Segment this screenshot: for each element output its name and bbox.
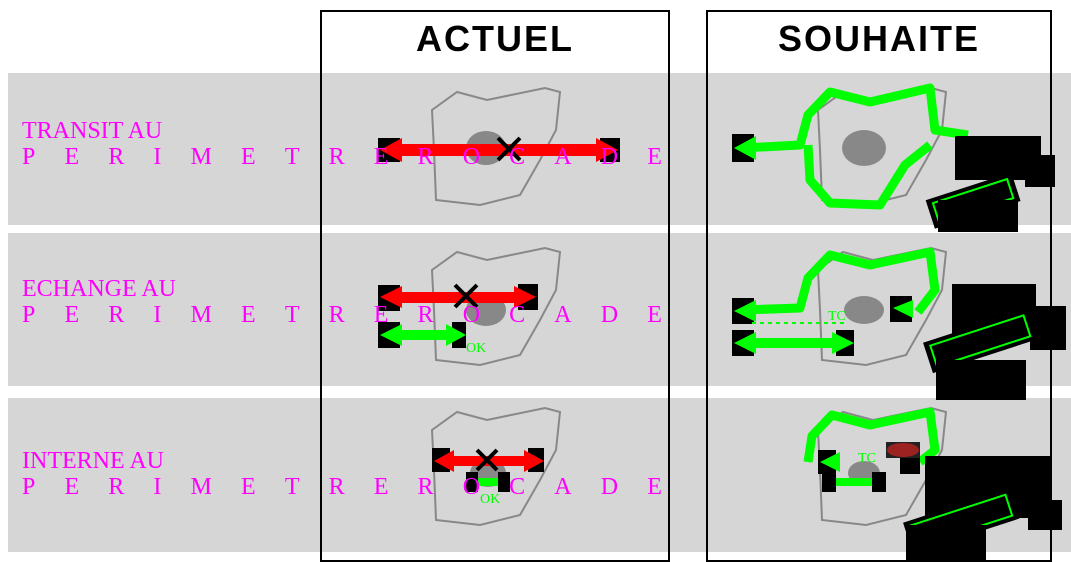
black-block	[936, 360, 1026, 400]
letter: R	[328, 302, 345, 328]
actuel-echange: OK	[378, 246, 562, 367]
letter: M	[190, 302, 212, 328]
blocked-cross	[496, 136, 522, 162]
black-block	[906, 525, 986, 561]
letter: P	[22, 144, 36, 170]
letter: D	[600, 302, 619, 328]
letter: C	[509, 144, 526, 170]
actuel-interne: OK	[430, 406, 562, 527]
city-outline	[816, 246, 948, 367]
frame-souhaite	[706, 10, 1052, 562]
row-label-line1: INTERNE AU	[22, 448, 164, 474]
row-label-line2: P E R I M E T R E R O C A D E	[22, 144, 662, 170]
arrow-end	[498, 472, 510, 492]
souhaite-echange: TC	[732, 246, 1066, 400]
letter: E	[647, 144, 662, 170]
row-label-line1: TRANSIT AU	[22, 118, 163, 144]
letter: R	[417, 474, 434, 500]
ok-label: OK	[480, 492, 500, 507]
row-label-echange: ECHANGE AU P E R I M E T R E R O C A D E	[22, 276, 662, 328]
letter: E	[64, 474, 80, 500]
letter: E	[647, 474, 662, 500]
letter: I	[153, 302, 162, 328]
souhaite-transit	[732, 83, 1055, 232]
arrow-end	[872, 472, 886, 492]
actuel-transit	[378, 86, 620, 207]
letter: T	[284, 302, 300, 328]
rocade-bypass	[803, 407, 940, 466]
rocade-bypass	[741, 83, 969, 153]
arrow-end	[466, 472, 478, 492]
letter: E	[241, 474, 256, 500]
row-label-transit: TRANSIT AU P E R I M E T R E R O C A D E	[22, 118, 662, 170]
letter: T	[284, 474, 300, 500]
letter: O	[462, 474, 481, 500]
header-souhaite: SOUHAITE	[777, 18, 980, 59]
letter: R	[417, 302, 434, 328]
letter: R	[108, 144, 125, 170]
letter: D	[600, 474, 619, 500]
row-label-line1: ECHANGE AU	[22, 276, 176, 302]
black-block	[923, 308, 1038, 374]
row-label-interne: INTERNE AU P E R I M E T R E R O C A D E	[22, 448, 662, 500]
header-actuel: ACTUEL	[416, 18, 574, 59]
letter: E	[64, 144, 80, 170]
letter: E	[241, 302, 256, 328]
rocade-bypass	[741, 247, 940, 315]
arrow-end	[822, 472, 836, 492]
letter: I	[153, 474, 162, 500]
ok-label: OK	[466, 341, 486, 356]
letter: R	[108, 302, 125, 328]
city-outline	[430, 406, 562, 527]
letter: M	[190, 474, 212, 500]
row-label-line2: P E R I M E T R E R O C A D E	[22, 474, 662, 500]
blocked-cross	[453, 283, 479, 309]
city-center	[844, 296, 884, 324]
letter: E	[241, 144, 256, 170]
letter: O	[462, 302, 481, 328]
letter: D	[600, 144, 619, 170]
letter: R	[328, 144, 345, 170]
letter: M	[190, 144, 212, 170]
blocked-cross	[475, 448, 499, 472]
letter: I	[153, 144, 162, 170]
letter: E	[647, 302, 662, 328]
letter: C	[509, 474, 526, 500]
letter: R	[328, 474, 345, 500]
row-label-line2: P E R I M E T R E R O C A D E	[22, 302, 662, 328]
letter: A	[554, 302, 572, 328]
letter: E	[373, 144, 389, 170]
souhaite-interne: TC	[803, 406, 1062, 561]
letter: A	[554, 474, 572, 500]
tc-label: TC	[858, 451, 876, 466]
letter: O	[462, 144, 481, 170]
letter: A	[554, 144, 572, 170]
city-center	[842, 130, 886, 166]
letter: P	[22, 474, 36, 500]
letter: R	[417, 144, 434, 170]
letter: C	[509, 302, 526, 328]
letter: R	[108, 474, 125, 500]
letter: E	[373, 302, 389, 328]
frame-actuel	[320, 10, 670, 562]
letter: T	[284, 144, 300, 170]
city-outline	[430, 246, 562, 367]
letter: E	[373, 474, 389, 500]
letter: E	[64, 302, 80, 328]
letter: P	[22, 302, 36, 328]
black-block	[938, 200, 1018, 232]
tc-label: TC	[828, 309, 846, 324]
